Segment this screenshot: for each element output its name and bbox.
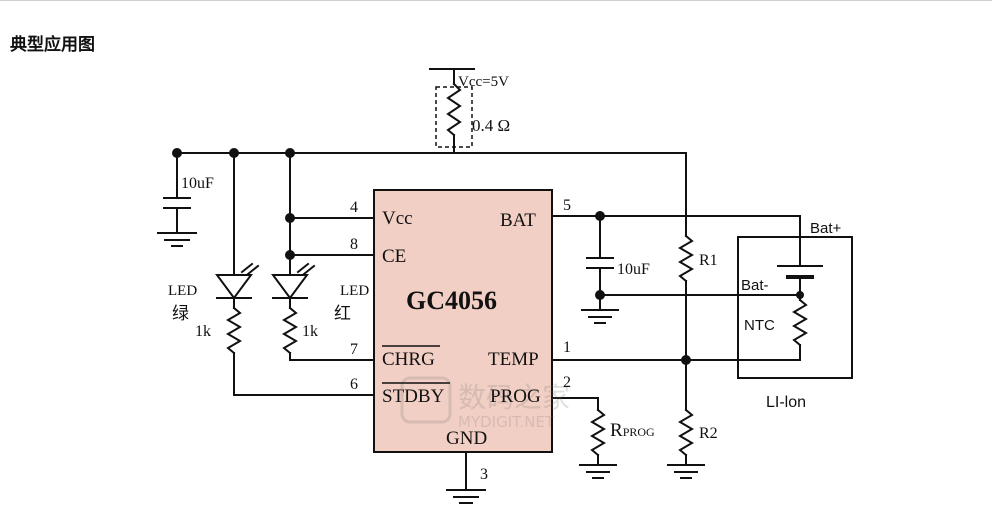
- resistor-green: [226, 306, 242, 355]
- r1-label: R1: [699, 252, 718, 269]
- pin-number: 5: [563, 197, 571, 214]
- watermark-sub: MYDIGIT.NET: [458, 413, 555, 431]
- led-red-color: 红: [334, 304, 351, 323]
- led-arrow: [246, 264, 260, 276]
- led-red-icon: [271, 274, 309, 300]
- page-heading: 典型应用图: [10, 35, 95, 55]
- rprog-sub: PROG: [623, 425, 655, 439]
- ntc-resistor: [792, 298, 808, 347]
- pin-number: 1: [563, 339, 571, 356]
- resistor-r2: [678, 408, 694, 457]
- battery-name-label: LI-lon: [766, 394, 806, 411]
- sense-resistor-box: [435, 86, 473, 148]
- resistor-rprog: [590, 408, 606, 457]
- resistor-red-label: 1k: [302, 323, 318, 340]
- led-arrow: [240, 262, 254, 274]
- resistor-green-label: 1k: [195, 323, 211, 340]
- bat-neg-label: Bat-: [741, 277, 769, 294]
- led-green-icon: [215, 274, 253, 300]
- chip-body: [373, 189, 553, 453]
- pin-name-vcc: Vcc: [382, 208, 413, 229]
- pin-name-temp: TEMP: [488, 349, 539, 370]
- bat-pos-label: Bat+: [810, 220, 842, 237]
- watermark-logo-icon: [400, 376, 452, 424]
- junction-dot: [681, 355, 691, 365]
- led-green-label: LED: [168, 283, 197, 299]
- pin-name-stdby: STDBY: [382, 386, 445, 407]
- top-divider: [0, 0, 992, 1]
- led-arrow: [302, 264, 316, 276]
- pin-number: 7: [350, 341, 358, 358]
- pin-name-prog: PROG: [490, 386, 541, 407]
- junction-dot: [229, 148, 239, 158]
- led-arrow: [296, 262, 310, 274]
- resistor-red: [282, 306, 298, 355]
- chip-name: GC4056: [406, 286, 497, 315]
- pin-number: 6: [350, 376, 358, 393]
- junction-dot: [285, 213, 295, 223]
- led-green-color: 绿: [172, 304, 189, 323]
- pin-name-ce: CE: [382, 246, 406, 267]
- junction-dot: [595, 290, 605, 300]
- junction-dot: [796, 291, 804, 299]
- battery-pack-box: [737, 236, 853, 379]
- watermark: 数码之家 MYDIGIT.NET: [400, 376, 570, 431]
- resistor-r1: [678, 234, 694, 283]
- rprog-main: R: [610, 420, 623, 441]
- cap-bat-label: 10uF: [617, 261, 650, 278]
- junction-dot: [595, 211, 605, 221]
- pin-name-gnd: GND: [446, 428, 487, 449]
- cap-in-label: 10uF: [181, 175, 214, 192]
- pin-number: 3: [480, 466, 488, 483]
- sense-resistor: [446, 82, 462, 137]
- sense-resistor-label: 0.4 Ω: [472, 116, 510, 135]
- pin-number: 4: [350, 199, 358, 216]
- r2-label: R2: [699, 425, 718, 442]
- junction-dot: [285, 250, 295, 260]
- pin-number: 8: [350, 236, 358, 253]
- ntc-label: NTC: [744, 317, 775, 334]
- pin-name-chrg: CHRG: [382, 349, 435, 370]
- led-red-label: LED: [340, 283, 369, 299]
- pin-name-bat: BAT: [500, 210, 536, 231]
- watermark-text: 数码之家: [458, 381, 570, 414]
- vcc-label: Vcc=5V: [458, 74, 509, 90]
- junction-dot: [172, 148, 182, 158]
- junction-dot: [285, 148, 295, 158]
- rprog-label: RPROG: [610, 420, 655, 441]
- pin-number: 2: [563, 374, 571, 391]
